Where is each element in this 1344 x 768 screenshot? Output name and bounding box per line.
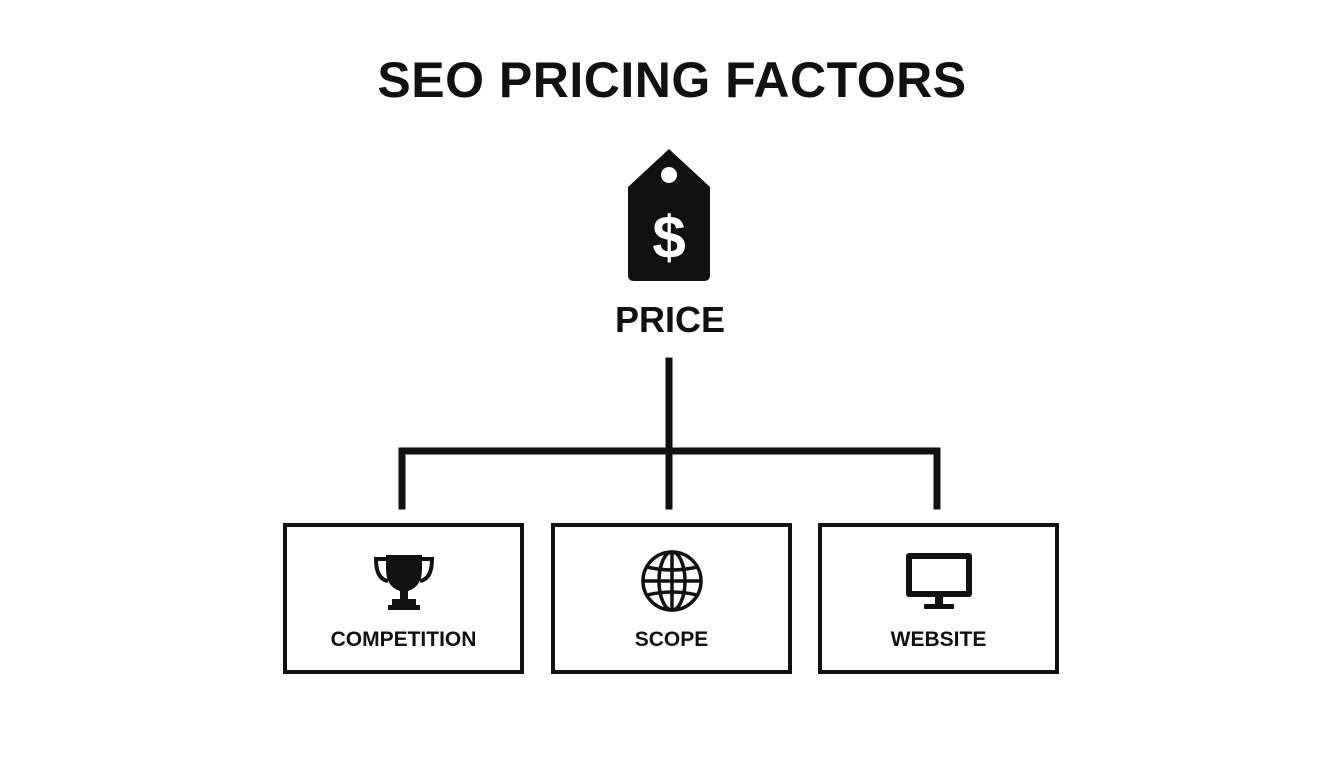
trophy-icon	[287, 549, 520, 613]
root-node-label: PRICE	[614, 299, 726, 340]
factor-box-scope: SCOPE	[551, 523, 792, 674]
factor-box-competition: COMPETITION	[283, 523, 524, 674]
factor-label: SCOPE	[634, 628, 709, 651]
dollar-sign: $	[652, 204, 685, 271]
factor-label: COMPETITION	[330, 628, 477, 651]
diagram-title: SEO PRICING FACTORS	[377, 52, 967, 108]
globe-icon	[555, 549, 788, 613]
monitor-icon	[822, 549, 1055, 613]
price-tag-icon: $	[624, 147, 714, 283]
factor-box-website: WEBSITE	[818, 523, 1059, 674]
factor-label: WEBSITE	[890, 628, 987, 651]
